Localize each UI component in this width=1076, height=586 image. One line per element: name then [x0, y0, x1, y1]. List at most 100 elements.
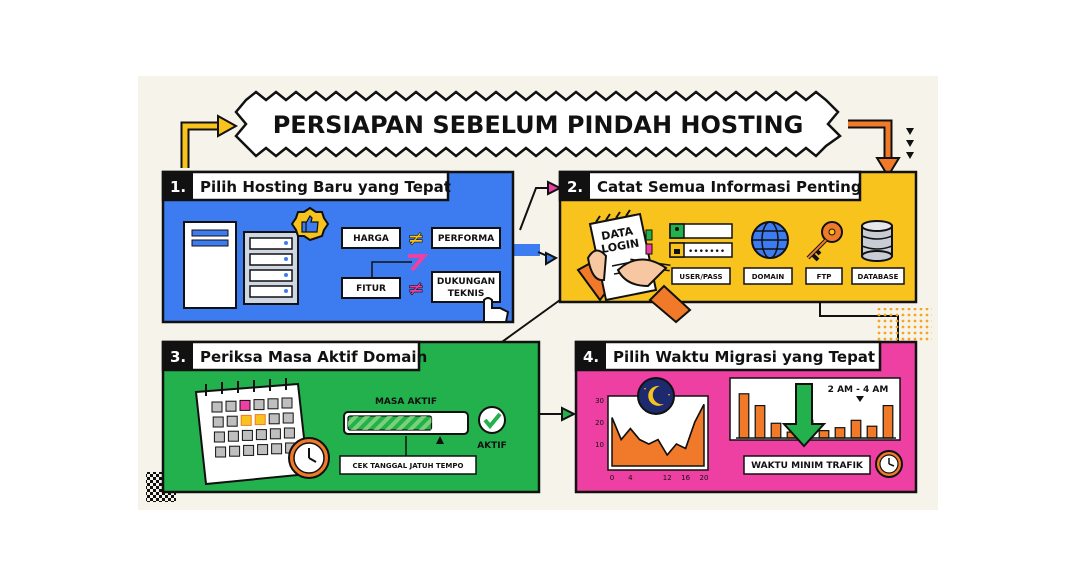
- calendar-cell: [257, 444, 269, 456]
- cek-tanggal-label: CEK TANGGAL JATUH TEMPO: [353, 462, 464, 470]
- traffic-bar: [882, 404, 894, 439]
- area-x-tick: 12: [663, 474, 672, 482]
- calendar-cell: [240, 414, 252, 426]
- pill-performa-label: PERFORMA: [438, 234, 494, 244]
- calendar-cell: [255, 429, 267, 441]
- aktif-label: AKTIF: [477, 441, 507, 451]
- calendar-cell: [227, 430, 239, 442]
- step-4-title: Pilih Waktu Migrasi yang Tepat: [613, 348, 875, 366]
- label-userpass: [671, 267, 731, 285]
- label-userpass-text: USER/PASS: [679, 273, 722, 281]
- step-2-title: Catat Semua Informasi Penting: [597, 178, 862, 196]
- not-equal-icon-top: ≠: [408, 226, 425, 250]
- calendar-cell: [253, 399, 265, 411]
- title-badge: [234, 90, 842, 158]
- down-arrow-icon: [781, 383, 827, 448]
- server-icon: [183, 221, 299, 309]
- time-window-label: 2 AM - 4 AM: [828, 385, 889, 395]
- calendar-icon: [194, 378, 310, 486]
- pointer-hand-icon: [483, 297, 510, 323]
- database-icon: [861, 220, 893, 262]
- calendar-cell: [226, 415, 238, 427]
- page-title: PERSIAPAN SEBELUM PINDAH HOSTING: [273, 111, 804, 139]
- calendar-cell: [283, 427, 295, 439]
- traffic-bar: [866, 425, 878, 439]
- calendar-cell: [267, 398, 279, 410]
- step-2-number: 2.: [567, 178, 583, 196]
- calendar-cell: [213, 431, 225, 443]
- pill-fitur-label: FITUR: [356, 284, 386, 294]
- pill-harga: [341, 227, 401, 249]
- waktu-minim-label: WAKTU MINIM TRAFIK: [751, 461, 864, 471]
- calendar-cell: [215, 446, 227, 458]
- calendar-cell: [239, 399, 251, 411]
- traffic-bar: [834, 427, 846, 439]
- panel-step-1: 1. Pilih Hosting Baru yang Tepat HARGA P…: [161, 170, 515, 324]
- traffic-bar-chart: [729, 377, 901, 441]
- label-domain-text: DOMAIN: [752, 273, 785, 281]
- traffic-bar: [850, 419, 862, 439]
- dots-decoration: [876, 308, 932, 342]
- step-1-number: 1.: [170, 178, 186, 196]
- key-icon: [806, 221, 843, 262]
- cek-tanggal-box: [339, 455, 477, 475]
- traffic-bar: [818, 430, 830, 439]
- notepad-icon: DATA LOGIN: [576, 209, 692, 324]
- traffic-bar: [738, 393, 750, 439]
- title-arrows: [180, 114, 914, 178]
- panel-step-2: 2. Catat Semua Informasi Penting DATA LO…: [558, 170, 918, 324]
- pill-fitur: [341, 277, 401, 299]
- masa-aktif-stripes: [348, 416, 432, 430]
- calendar-cell: [268, 413, 280, 425]
- pill-dukungan-label-2: TEKNIS: [448, 289, 485, 299]
- step-3-number: 3.: [170, 348, 186, 366]
- calendar-cell: [254, 414, 266, 426]
- step-1-title: Pilih Hosting Baru yang Tepat: [200, 178, 451, 196]
- label-database: [851, 267, 905, 285]
- calendar-cell: [241, 429, 253, 441]
- panel-step-3: 3. Periksa Masa Aktif Domain MASA AKTIF …: [161, 340, 541, 494]
- label-domain: [743, 267, 793, 285]
- waktu-minim-box: [743, 455, 871, 475]
- calendar-cell: [269, 428, 281, 440]
- calendar-cell: [211, 401, 223, 413]
- calendar-cell: [225, 400, 237, 412]
- globe-icon: [751, 221, 789, 259]
- calendar-cell: [212, 416, 224, 428]
- calendar-cell: [271, 443, 283, 455]
- calendar-cell: [282, 412, 294, 424]
- area-x-tick: 16: [681, 474, 690, 482]
- traffic-bar: [754, 404, 766, 439]
- thumbs-up-icon: [290, 206, 330, 242]
- login-form-icon: •••••••: [669, 223, 733, 258]
- calendar-cell: [229, 445, 241, 457]
- step-4-number: 4.: [583, 348, 599, 366]
- check-icon: [478, 406, 506, 434]
- label-ftp-text: FTP: [817, 273, 832, 281]
- clock-icon: [288, 437, 330, 479]
- panel-step-4: 4. Pilih Waktu Migrasi yang Tepat 0 4 12 16…: [574, 340, 918, 494]
- masa-aktif-marker: [436, 436, 444, 444]
- calendar-cell: [281, 397, 293, 409]
- pill-dukungan-label-1: DUKUNGAN: [437, 277, 495, 287]
- calendar-cell: [243, 444, 255, 456]
- notepad-line-1: DATA: [600, 225, 634, 243]
- area-y-tick: 10: [595, 441, 604, 449]
- step-3-title: Periksa Masa Aktif Domain: [200, 348, 427, 366]
- area-x-tick: 0: [610, 474, 614, 482]
- area-y-tick: 20: [595, 419, 604, 427]
- masa-aktif-label: MASA AKTIF: [375, 397, 437, 407]
- not-equal-icon-bottom: ≠: [408, 276, 425, 300]
- label-ftp: [805, 267, 843, 285]
- traffic-bar: [770, 422, 782, 439]
- pill-performa: [431, 227, 501, 249]
- area-x-tick: 4: [628, 474, 633, 482]
- area-y-tick: 30: [595, 397, 604, 405]
- password-mask: •••••••: [688, 247, 725, 257]
- moon-icon: [637, 377, 675, 415]
- small-clock-icon: [875, 450, 903, 478]
- label-database-text: DATABASE: [858, 273, 899, 281]
- traffic-line: [611, 404, 705, 457]
- time-window-marker: [856, 396, 864, 402]
